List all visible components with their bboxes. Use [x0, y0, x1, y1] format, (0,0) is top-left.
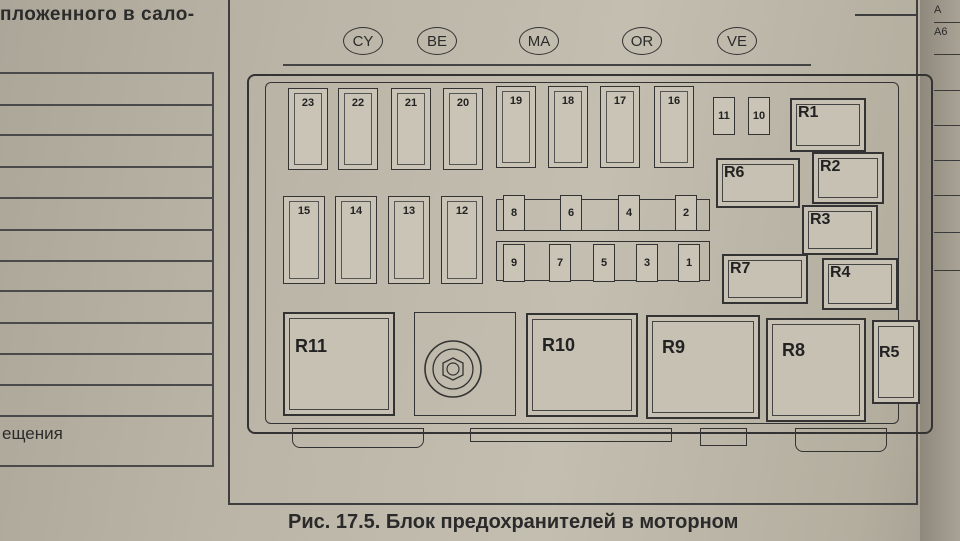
table-line — [0, 384, 214, 386]
fuse-21: 21 — [391, 88, 431, 170]
fuse-block-inner — [265, 82, 899, 424]
fuse-9: 9 — [503, 244, 525, 282]
fuse-18: 18 — [548, 86, 588, 168]
frame-left — [228, 0, 230, 505]
table-cell-text: ещения — [2, 424, 63, 443]
frame-bottom — [228, 503, 918, 505]
relay-r5: R5 — [872, 320, 920, 404]
relay-r10: R10 — [526, 313, 638, 417]
power-stud-icon — [424, 340, 482, 398]
relay-r2: R2 — [812, 152, 884, 204]
margin-label: A — [934, 4, 942, 16]
fuse-8: 8 — [503, 195, 525, 231]
fuse-2: 2 — [675, 195, 697, 231]
table-line — [0, 104, 214, 106]
table-line — [0, 415, 214, 417]
table-line — [0, 260, 214, 262]
connector-ve: VE — [717, 27, 757, 55]
relay-r7: R7 — [722, 254, 808, 304]
left-table — [0, 72, 214, 467]
table-line — [0, 229, 214, 231]
fuse-22: 22 — [338, 88, 378, 170]
connector-be: BE — [417, 27, 457, 55]
block-foot — [700, 428, 747, 446]
frame-corner — [855, 14, 918, 16]
fuse-1: 1 — [678, 244, 700, 282]
connector-ma: MA — [519, 27, 559, 55]
connector-or: OR — [622, 27, 662, 55]
table-border — [212, 72, 214, 467]
fuse-17: 17 — [600, 86, 640, 168]
relay-r6: R6 — [716, 158, 800, 208]
left-heading: пложенного в сало- — [0, 4, 195, 25]
relay-r11: R11 — [283, 312, 395, 416]
relay-r8: R8 — [766, 318, 866, 422]
margin-label: A6 — [934, 26, 948, 38]
frame-right — [916, 0, 918, 505]
fuse-12: 12 — [441, 196, 483, 284]
table-line — [0, 322, 214, 324]
fuse-11: 11 — [713, 97, 735, 135]
fuse-7: 7 — [549, 244, 571, 282]
minifuse-strip-upper — [496, 199, 710, 231]
block-foot — [795, 428, 887, 452]
relay-r1: R1 — [790, 98, 866, 152]
fuse-block-outline — [247, 74, 933, 434]
fuse-4: 4 — [618, 195, 640, 231]
table-line — [0, 465, 214, 467]
fuse-16: 16 — [654, 86, 694, 168]
block-foot — [470, 428, 672, 442]
connector-cy: CY — [343, 27, 383, 55]
relay-r9: R9 — [646, 315, 760, 419]
fuse-6: 6 — [560, 195, 582, 231]
fuse-19: 19 — [496, 86, 536, 168]
fuse-10: 10 — [748, 97, 770, 135]
figure-caption: Рис. 17.5. Блок предохранителей в моторн… — [288, 511, 739, 533]
fuse-20: 20 — [443, 88, 483, 170]
left-column: пложенного в сало- ещения — [0, 0, 215, 541]
fuse-23: 23 — [288, 88, 328, 170]
fuse-15: 15 — [283, 196, 325, 284]
table-line — [0, 134, 214, 136]
table-line — [0, 72, 214, 74]
relay-r3: R3 — [802, 205, 878, 255]
table-line — [0, 353, 214, 355]
fuse-3: 3 — [636, 244, 658, 282]
connector-rail — [283, 64, 811, 66]
fuse-13: 13 — [388, 196, 430, 284]
fuse-5: 5 — [593, 244, 615, 282]
relay-r4: R4 — [822, 258, 898, 310]
block-foot — [292, 428, 424, 448]
power-stud-area — [414, 312, 516, 416]
fuse-14: 14 — [335, 196, 377, 284]
table-line — [0, 197, 214, 199]
adjacent-page — [920, 0, 960, 541]
table-line — [0, 166, 214, 168]
table-line — [0, 290, 214, 292]
